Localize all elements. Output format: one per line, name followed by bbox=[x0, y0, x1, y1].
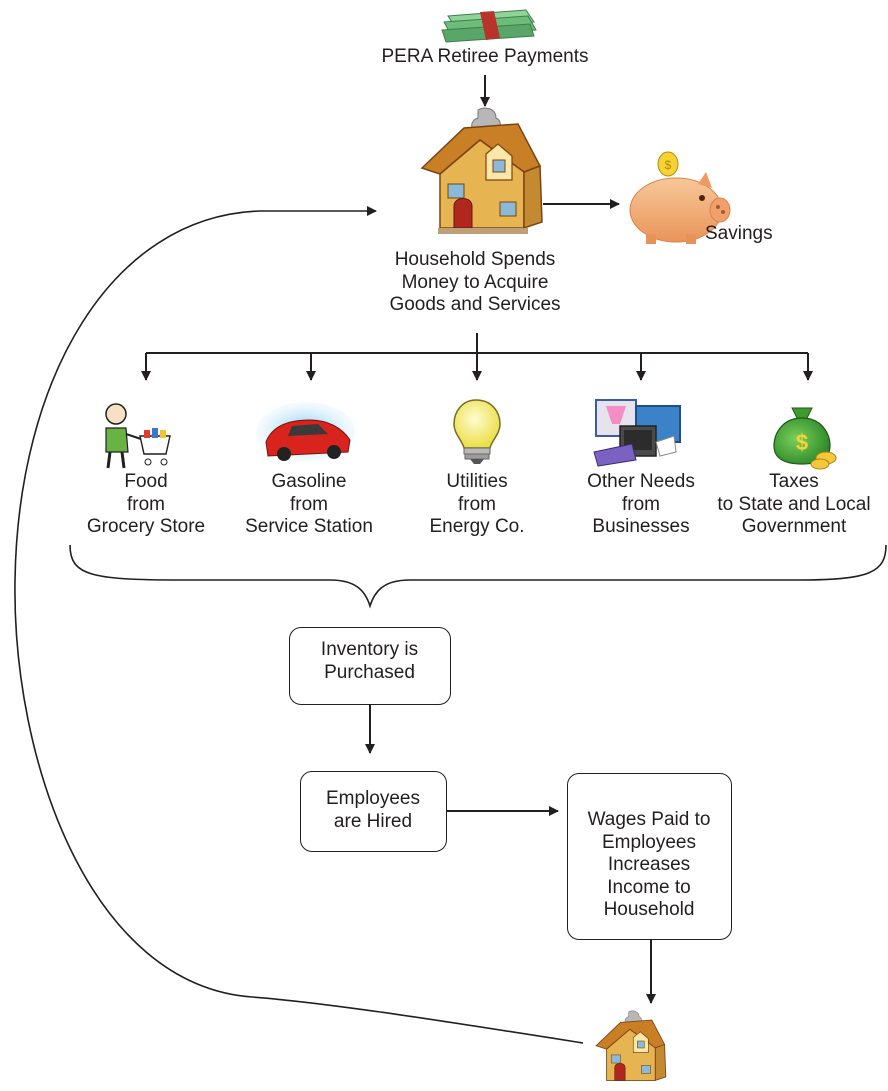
category-other-needs-label: Other Needs from Businesses bbox=[587, 471, 695, 537]
wages-label: Wages Paid to Employees Increases Income… bbox=[587, 809, 711, 920]
category-gasoline-label: Gasoline from Service Station bbox=[245, 471, 373, 537]
piggy-bank-icon: $ bbox=[629, 151, 731, 244]
office-supplies-icon bbox=[593, 399, 681, 467]
house-icon bbox=[420, 107, 543, 234]
inventory-label: Inventory is Purchased bbox=[320, 639, 419, 683]
inventory-box: Inventory is Purchased bbox=[289, 627, 451, 705]
household-spends-label: Household Spends Money to Acquire Goods … bbox=[389, 249, 561, 315]
pera-payments-label: PERA Retiree Payments bbox=[381, 46, 589, 67]
small-house-icon bbox=[595, 1010, 667, 1082]
light-bulb-icon bbox=[453, 399, 501, 464]
savings-label: Savings bbox=[705, 223, 773, 244]
money-bag-icon: $ bbox=[773, 407, 837, 470]
svg-text:$: $ bbox=[796, 430, 808, 455]
employees-label: Employees are Hired bbox=[326, 788, 420, 832]
return-loop-arrow bbox=[14, 206, 584, 1044]
shopper-with-cart-icon bbox=[105, 403, 171, 469]
money-stack-icon bbox=[441, 9, 537, 43]
red-car-icon bbox=[256, 402, 356, 462]
svg-text:$: $ bbox=[665, 158, 672, 172]
category-utilities-label: Utilities from Energy Co. bbox=[429, 471, 525, 537]
category-food-label: Food from Grocery Store bbox=[86, 471, 206, 537]
branch-connector bbox=[141, 333, 813, 381]
wages-box: Wages Paid to Employees Increases Income… bbox=[567, 773, 732, 940]
category-taxes-label: Taxes to State and Local Government bbox=[717, 471, 871, 537]
grouping-brace bbox=[69, 544, 887, 609]
employees-box: Employees are Hired bbox=[300, 771, 447, 852]
